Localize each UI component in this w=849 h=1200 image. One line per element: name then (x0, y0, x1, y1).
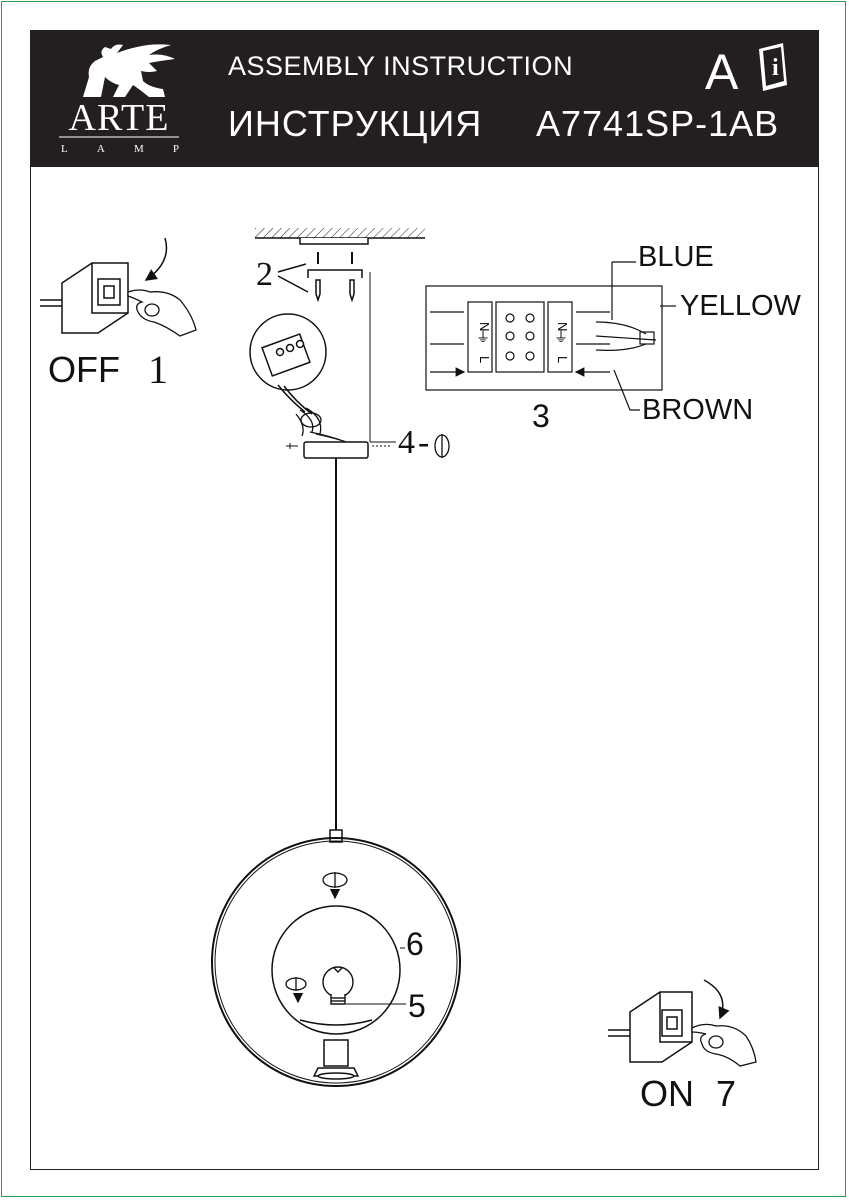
outer-ring (211, 837, 461, 1087)
terminal-mark-ground-right: ⏚ (554, 329, 568, 345)
wire-bundle (295, 407, 353, 445)
connector-zoom-circle (249, 313, 327, 415)
hand-icon (691, 1023, 757, 1067)
ceiling (255, 228, 425, 245)
page-inner-border (30, 30, 819, 1170)
wire-blue-label: BLUE (638, 241, 714, 273)
rod-connector (329, 829, 343, 843)
title-english: ASSEMBLY INSTRUCTION (228, 51, 574, 81)
off-label: OFF (48, 349, 120, 390)
switch-on-arrow (703, 979, 730, 1020)
terminal-mark-ground-left: ⏚ (476, 329, 490, 345)
light-switch-icon (40, 262, 129, 334)
brand-sub-letter: P (172, 143, 179, 155)
brand-sub-letter: A (96, 143, 105, 155)
step-6-number: 6 (406, 926, 424, 962)
light-switch-icon (608, 991, 693, 1063)
rotate-icon (322, 872, 348, 900)
info-book-icon: i (759, 43, 787, 91)
terminal-mark-l-right: L (555, 356, 570, 363)
bulb-icon (322, 966, 354, 1005)
brand-name: ARTE (68, 97, 170, 139)
hand-icon (127, 289, 197, 337)
lamp-holder (299, 1019, 373, 1080)
step-1-number: 1 (148, 347, 168, 392)
terminal-mark-l-left: L (477, 356, 492, 363)
title-russian: ИНСТРУКЦИЯ (228, 103, 483, 144)
rotate-icon (285, 977, 307, 1004)
terminal-mark-n-left: N (477, 322, 492, 331)
terminal-mark-n-right: N (555, 322, 570, 331)
brand-underline (59, 136, 179, 138)
step-4-number: 4 (398, 424, 415, 461)
step-5-number: 5 (408, 988, 426, 1024)
model-number: A7741SP-1AB (536, 103, 780, 144)
language-letter: A (705, 44, 739, 100)
wiring-diagram-box (425, 262, 676, 411)
brand-sub-letter: M (133, 143, 144, 155)
step-2-number: 2 (256, 256, 273, 293)
on-label: ON (640, 1073, 694, 1114)
header-bar: ARTE L A M P ASSEMBLY INSTRUCTION ИНСТРУ… (31, 31, 818, 167)
wire-yellow-label: YELLOW (680, 290, 801, 322)
step-7-number: 7 (716, 1073, 737, 1114)
step-4-dash: - (418, 424, 430, 461)
switch-off-arrow (144, 237, 168, 281)
rotate-icon (434, 434, 450, 458)
glass-shade (271, 905, 401, 1035)
brand-sub-letter: L (61, 143, 68, 155)
mounting-bracket (277, 252, 396, 443)
canopy (286, 441, 392, 459)
outer-ring-inner-edge (214, 840, 458, 1084)
wire-brown-label: BROWN (642, 394, 754, 426)
brand-subtitle: L A M P (61, 143, 179, 155)
info-glyph: i (772, 55, 779, 81)
lion-griffin-logo-icon (83, 44, 175, 97)
step-3-number: 3 (532, 398, 550, 434)
